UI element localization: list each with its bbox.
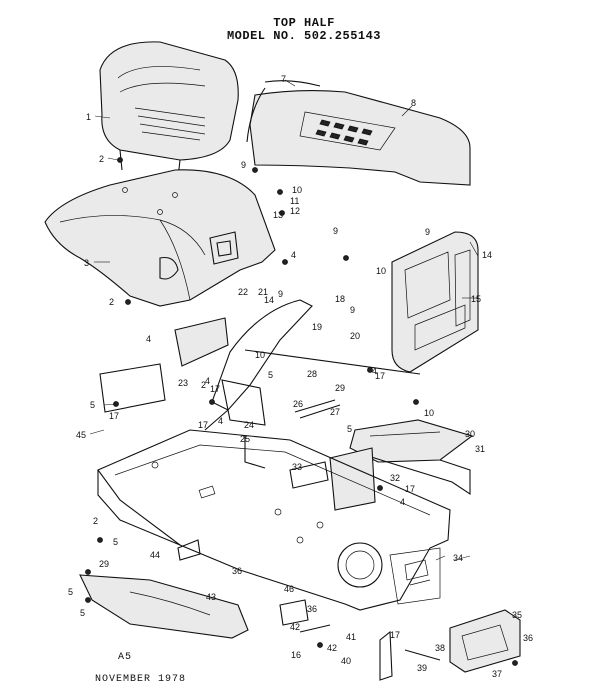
hardware-bits bbox=[85, 157, 518, 681]
callout-14: 14 bbox=[482, 250, 492, 260]
callout-44: 44 bbox=[150, 550, 160, 560]
callout-30: 30 bbox=[465, 429, 475, 439]
callout-16: 16 bbox=[291, 650, 301, 660]
callout-2: 2 bbox=[93, 516, 98, 526]
callout-9: 9 bbox=[333, 226, 338, 236]
callout-13: 13 bbox=[273, 210, 283, 220]
callout-23: 23 bbox=[178, 378, 188, 388]
callout-36: 36 bbox=[232, 566, 242, 576]
callout-28: 28 bbox=[307, 369, 317, 379]
callout-34: 34 bbox=[453, 553, 463, 563]
callout-26: 26 bbox=[293, 399, 303, 409]
page-code: A5 bbox=[118, 652, 133, 663]
callout-10: 10 bbox=[376, 266, 386, 276]
steering-support bbox=[174, 299, 313, 431]
callout-9: 9 bbox=[350, 305, 355, 315]
callout-9: 9 bbox=[278, 289, 283, 299]
callout-39: 39 bbox=[417, 663, 427, 673]
callout-22: 22 bbox=[238, 287, 248, 297]
callout-labels: 1 2 2 2 2 3 4 4 4 4 4 4 5 5 5 5 5 5 7 8 … bbox=[68, 74, 533, 679]
print-date: NOVEMBER 1978 bbox=[95, 674, 187, 685]
callout-8: 8 bbox=[411, 98, 416, 108]
callout-27: 27 bbox=[330, 407, 340, 417]
callout-3: 3 bbox=[84, 258, 89, 268]
leader-lines bbox=[89, 79, 479, 561]
callout-32: 32 bbox=[390, 473, 400, 483]
callout-2: 2 bbox=[201, 380, 206, 390]
callout-10: 10 bbox=[424, 408, 434, 418]
callout-46: 46 bbox=[284, 584, 294, 594]
callout-7: 7 bbox=[281, 74, 286, 84]
callout-43: 43 bbox=[206, 592, 216, 602]
callout-29: 29 bbox=[335, 383, 345, 393]
callout-17: 17 bbox=[390, 630, 400, 640]
callout-17: 17 bbox=[198, 420, 208, 430]
callout-35: 35 bbox=[512, 610, 522, 620]
callout-17: 17 bbox=[405, 484, 415, 494]
callout-15: 15 bbox=[471, 294, 481, 304]
callout-5: 5 bbox=[268, 370, 273, 380]
callout-38: 38 bbox=[435, 643, 445, 653]
callout-17: 17 bbox=[210, 384, 220, 394]
callout-4: 4 bbox=[372, 366, 377, 376]
battery-tray bbox=[349, 419, 474, 496]
callout-1: 1 bbox=[86, 112, 91, 122]
callout-9: 9 bbox=[425, 227, 430, 237]
callout-14: 14 bbox=[264, 295, 274, 305]
callout-36: 36 bbox=[523, 633, 533, 643]
callout-33: 33 bbox=[292, 462, 302, 472]
callout-19: 19 bbox=[312, 322, 322, 332]
callout-4: 4 bbox=[205, 376, 210, 386]
callout-5: 5 bbox=[80, 608, 85, 618]
callout-4: 4 bbox=[400, 497, 405, 507]
callout-5: 5 bbox=[68, 587, 73, 597]
callout-17: 17 bbox=[375, 371, 385, 381]
callout-29: 29 bbox=[99, 559, 109, 569]
callout-5: 5 bbox=[90, 400, 95, 410]
callout-2: 2 bbox=[109, 297, 114, 307]
callout-10: 10 bbox=[292, 185, 302, 195]
callout-40: 40 bbox=[341, 656, 351, 666]
callout-4: 4 bbox=[291, 250, 296, 260]
callout-5: 5 bbox=[347, 424, 352, 434]
model-number: MODEL NO. 502.255143 bbox=[226, 29, 382, 43]
callout-18: 18 bbox=[335, 294, 345, 304]
callout-37: 37 bbox=[492, 669, 502, 679]
fender-body bbox=[44, 169, 276, 307]
callout-41: 41 bbox=[346, 632, 356, 642]
callout-31: 31 bbox=[475, 444, 485, 454]
callout-12: 12 bbox=[290, 206, 300, 216]
callout-9: 9 bbox=[241, 160, 246, 170]
callout-4: 4 bbox=[146, 334, 151, 344]
callout-42: 42 bbox=[290, 622, 300, 632]
callout-5: 5 bbox=[113, 537, 118, 547]
foot-plate bbox=[79, 574, 249, 639]
hood bbox=[246, 80, 471, 186]
frame bbox=[97, 429, 451, 611]
callout-25: 25 bbox=[240, 434, 250, 444]
axle-bracket bbox=[449, 609, 521, 673]
callout-10: 10 bbox=[255, 350, 265, 360]
callout-24: 24 bbox=[244, 420, 254, 430]
callout-11: 11 bbox=[290, 196, 299, 206]
diagram-title: TOP HALF bbox=[273, 16, 335, 30]
callout-4: 4 bbox=[218, 416, 223, 426]
support-bracket bbox=[99, 363, 166, 413]
side-panel bbox=[329, 447, 376, 511]
callout-21: 21 bbox=[258, 287, 268, 297]
callout-2: 2 bbox=[99, 154, 104, 164]
callout-36: 36 bbox=[307, 604, 317, 614]
grille bbox=[391, 231, 479, 373]
callout-42: 42 bbox=[327, 643, 337, 653]
callout-20: 20 bbox=[350, 331, 360, 341]
callout-45: 45 bbox=[76, 430, 86, 440]
callout-17: 17 bbox=[109, 411, 119, 421]
